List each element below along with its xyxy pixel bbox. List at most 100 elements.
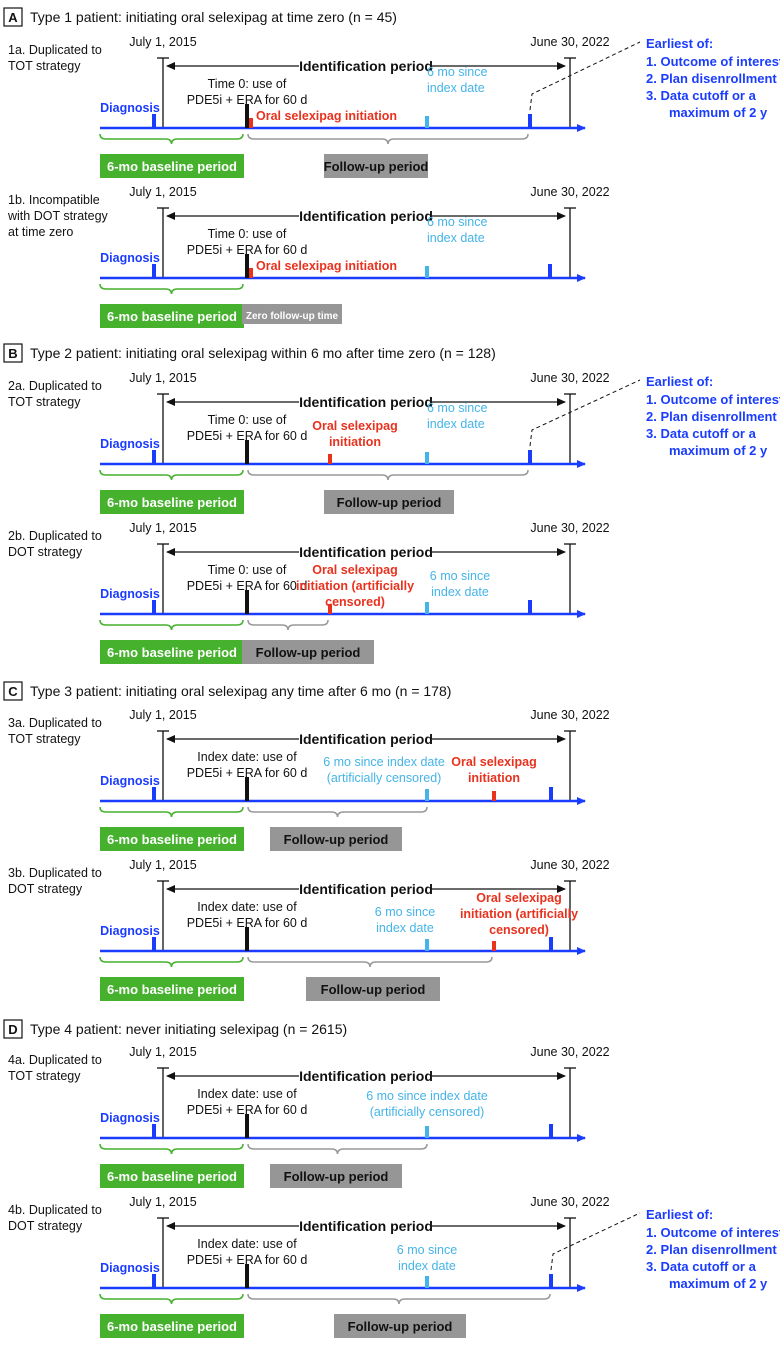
panel-label-line-2: DOT strategy bbox=[8, 545, 83, 559]
diagnosis-marker bbox=[152, 600, 156, 614]
followup-box bbox=[242, 640, 374, 664]
followup-label: Follow-up period bbox=[348, 1319, 453, 1334]
six-month-label-line-2: index date bbox=[427, 81, 485, 95]
baseline-brace bbox=[99, 133, 244, 145]
six-month-label-line-2: index date bbox=[427, 417, 485, 431]
index-date-label-line-2: PDE5i + ERA for 60 d bbox=[187, 1103, 308, 1117]
panel-label-line-1: 4b. Duplicated to bbox=[8, 1203, 102, 1217]
followup-brace bbox=[247, 469, 529, 481]
selexipag-marker bbox=[249, 118, 253, 128]
followup-box bbox=[270, 827, 402, 851]
selexipag-label-line-3: censored) bbox=[489, 923, 549, 937]
followup-end-marker bbox=[528, 600, 532, 614]
section-letter: C bbox=[8, 684, 18, 699]
selexipag-marker bbox=[328, 454, 332, 464]
index-date-label-line-2: PDE5i + ERA for 60 d bbox=[187, 93, 308, 107]
selexipag-marker bbox=[249, 268, 253, 278]
baseline-brace bbox=[99, 469, 244, 481]
selexipag-label-line-1: Oral selexipag bbox=[451, 755, 536, 769]
followup-end-marker bbox=[528, 450, 532, 464]
identification-period-label: Identification period bbox=[299, 544, 433, 560]
diagnosis-label: Diagnosis bbox=[100, 101, 160, 115]
section-letter-box bbox=[3, 681, 23, 701]
panel-label-line-2: TOT strategy bbox=[8, 395, 81, 409]
earliest-of-item-4: maximum of 2 y bbox=[669, 443, 768, 458]
section-letter-box bbox=[3, 7, 23, 27]
diagnosis-label: Diagnosis bbox=[100, 437, 160, 451]
identification-period-label: Identification period bbox=[299, 881, 433, 897]
section-title: Type 2 patient: initiating oral selexipa… bbox=[30, 345, 496, 361]
end-date-label: June 30, 2022 bbox=[530, 185, 609, 199]
six-month-label-line-1: 6 mo since bbox=[430, 569, 490, 583]
diagnosis-label: Diagnosis bbox=[100, 1261, 160, 1275]
end-date-label: June 30, 2022 bbox=[530, 35, 609, 49]
start-date-label: July 1, 2015 bbox=[129, 858, 196, 872]
followup-end-marker bbox=[548, 264, 552, 278]
end-date-label: June 30, 2022 bbox=[530, 1045, 609, 1059]
baseline-brace bbox=[99, 1143, 244, 1155]
followup-end-marker bbox=[549, 937, 553, 951]
followup-box bbox=[270, 1164, 402, 1188]
baseline-label: 6-mo baseline period bbox=[107, 309, 237, 324]
index-date-label-line-1: Time 0: use of bbox=[208, 413, 287, 427]
panel-label-line-1: 2b. Duplicated to bbox=[8, 529, 102, 543]
panel-label-line-2: with DOT strategy bbox=[7, 209, 109, 223]
diagnosis-marker bbox=[152, 937, 156, 951]
index-date-label-line-2: PDE5i + ERA for 60 d bbox=[187, 1253, 308, 1267]
earliest-of-connector bbox=[550, 1212, 641, 1271]
earliest-of-item-2: 2. Plan disenrollment bbox=[646, 409, 777, 424]
six-month-label-line-2: index date bbox=[398, 1259, 456, 1273]
index-date-label-line-1: Index date: use of bbox=[197, 900, 297, 914]
identification-period-label: Identification period bbox=[299, 394, 433, 410]
earliest-of-item-2: 2. Plan disenrollment bbox=[646, 1242, 777, 1257]
selexipag-label-line-1: Oral selexipag initiation bbox=[256, 109, 397, 123]
baseline-box bbox=[100, 1314, 244, 1338]
earliest-of-item-3: 3. Data cutoff or a bbox=[646, 426, 757, 441]
followup-label: Follow-up period bbox=[284, 832, 389, 847]
diagnosis-label: Diagnosis bbox=[100, 1111, 160, 1125]
followup-brace bbox=[247, 619, 329, 631]
six-month-label-line-1: 6 mo since index date bbox=[366, 1089, 488, 1103]
section-letter: D bbox=[8, 1022, 17, 1037]
followup-label: Zero follow-up time bbox=[246, 311, 339, 322]
diagnosis-label: Diagnosis bbox=[100, 587, 160, 601]
followup-brace bbox=[247, 133, 529, 145]
identification-period-label: Identification period bbox=[299, 208, 433, 224]
baseline-label: 6-mo baseline period bbox=[107, 1169, 237, 1184]
earliest-of-connector bbox=[529, 379, 641, 447]
index-date-label-line-2: PDE5i + ERA for 60 d bbox=[187, 766, 308, 780]
section-letter: A bbox=[8, 10, 18, 25]
earliest-of-item-2: 2. Plan disenrollment bbox=[646, 71, 777, 86]
index-date-marker bbox=[245, 927, 249, 951]
diagnosis-marker bbox=[152, 1124, 156, 1138]
baseline-brace bbox=[99, 283, 244, 295]
earliest-of-item-4: maximum of 2 y bbox=[669, 1276, 768, 1291]
baseline-box bbox=[100, 827, 244, 851]
baseline-label: 6-mo baseline period bbox=[107, 1319, 237, 1334]
selexipag-label-line-2: initiation bbox=[468, 771, 520, 785]
end-date-label: June 30, 2022 bbox=[530, 371, 609, 385]
section-letter-box bbox=[3, 1019, 23, 1039]
index-date-marker bbox=[245, 440, 249, 464]
baseline-box bbox=[100, 304, 244, 328]
index-date-label-line-1: Index date: use of bbox=[197, 1087, 297, 1101]
six-month-label-line-2: index date bbox=[427, 231, 485, 245]
panel-label-line-1: 3a. Duplicated to bbox=[8, 716, 102, 730]
six-month-label-line-1: 6 mo since bbox=[427, 215, 487, 229]
followup-end-marker bbox=[549, 1274, 553, 1288]
index-date-label-line-1: Index date: use of bbox=[197, 1237, 297, 1251]
selexipag-label-line-2: initiation (artificially bbox=[296, 579, 414, 593]
six-month-marker bbox=[425, 602, 429, 614]
start-date-label: July 1, 2015 bbox=[129, 708, 196, 722]
earliest-of-item-3: 3. Data cutoff or a bbox=[646, 1259, 757, 1274]
followup-box bbox=[334, 1314, 466, 1338]
index-date-label-line-1: Index date: use of bbox=[197, 750, 297, 764]
